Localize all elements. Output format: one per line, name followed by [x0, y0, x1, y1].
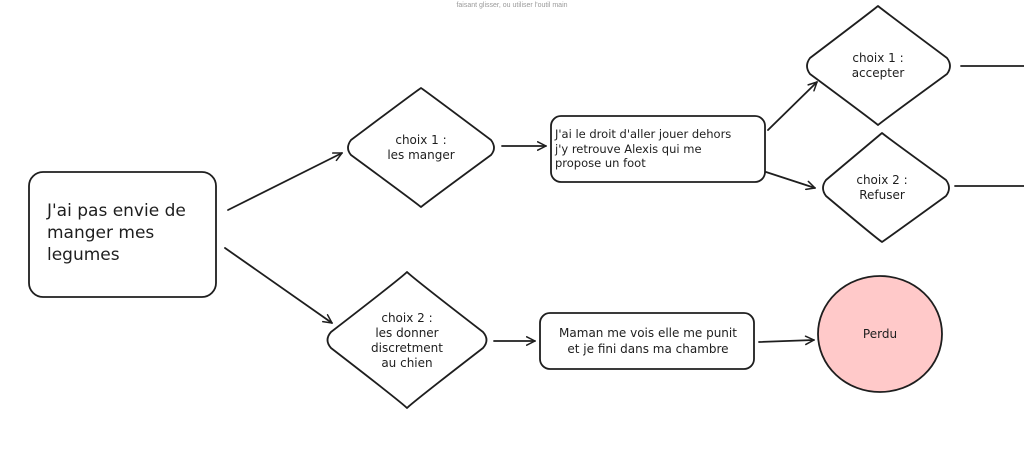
start-node-shape[interactable] [28, 171, 217, 298]
arrow-start-to-choix1[interactable] [227, 152, 343, 211]
choix2-donner-text: choix 2 : les donner discretment au chie… [371, 311, 443, 370]
start-node-text: J'ai pas envie de manger mes legumes [47, 200, 186, 266]
arrow-droit-to-refuser[interactable] [765, 171, 816, 191]
perdu-text: Perdu [862, 326, 898, 341]
choix2-donner-diamond[interactable] [326, 271, 488, 409]
maman-punit-node-shape[interactable] [539, 312, 755, 370]
choix2-refuser-text: choix 2 : Refuser [856, 173, 908, 202]
choix1-manger-diamond[interactable] [347, 87, 495, 208]
choix1-manger-text: choix 1 : les manger [387, 133, 455, 162]
choix1-accepter-text: choix 1 : accepter [851, 51, 905, 80]
droit-jouer-node-shape[interactable] [550, 115, 766, 183]
choix1-accepter-diamond[interactable] [806, 5, 951, 126]
arrow-droit-to-accepter[interactable] [767, 81, 818, 131]
choix2-refuser-diamond[interactable] [822, 132, 950, 243]
arrow-start-to-choix2[interactable] [224, 247, 333, 324]
canvas-hint-text: faisant glisser, ou utiliser l'outil mai… [456, 2, 568, 9]
maman-punit-text: Maman me vois elle me punit et je fini d… [559, 325, 737, 356]
perdu-node-shape[interactable] [817, 275, 943, 393]
arrow-maman-to-perdu[interactable] [758, 335, 815, 346]
droit-jouer-text: J'ai le droit d'aller jouer dehors j'y r… [555, 126, 732, 171]
